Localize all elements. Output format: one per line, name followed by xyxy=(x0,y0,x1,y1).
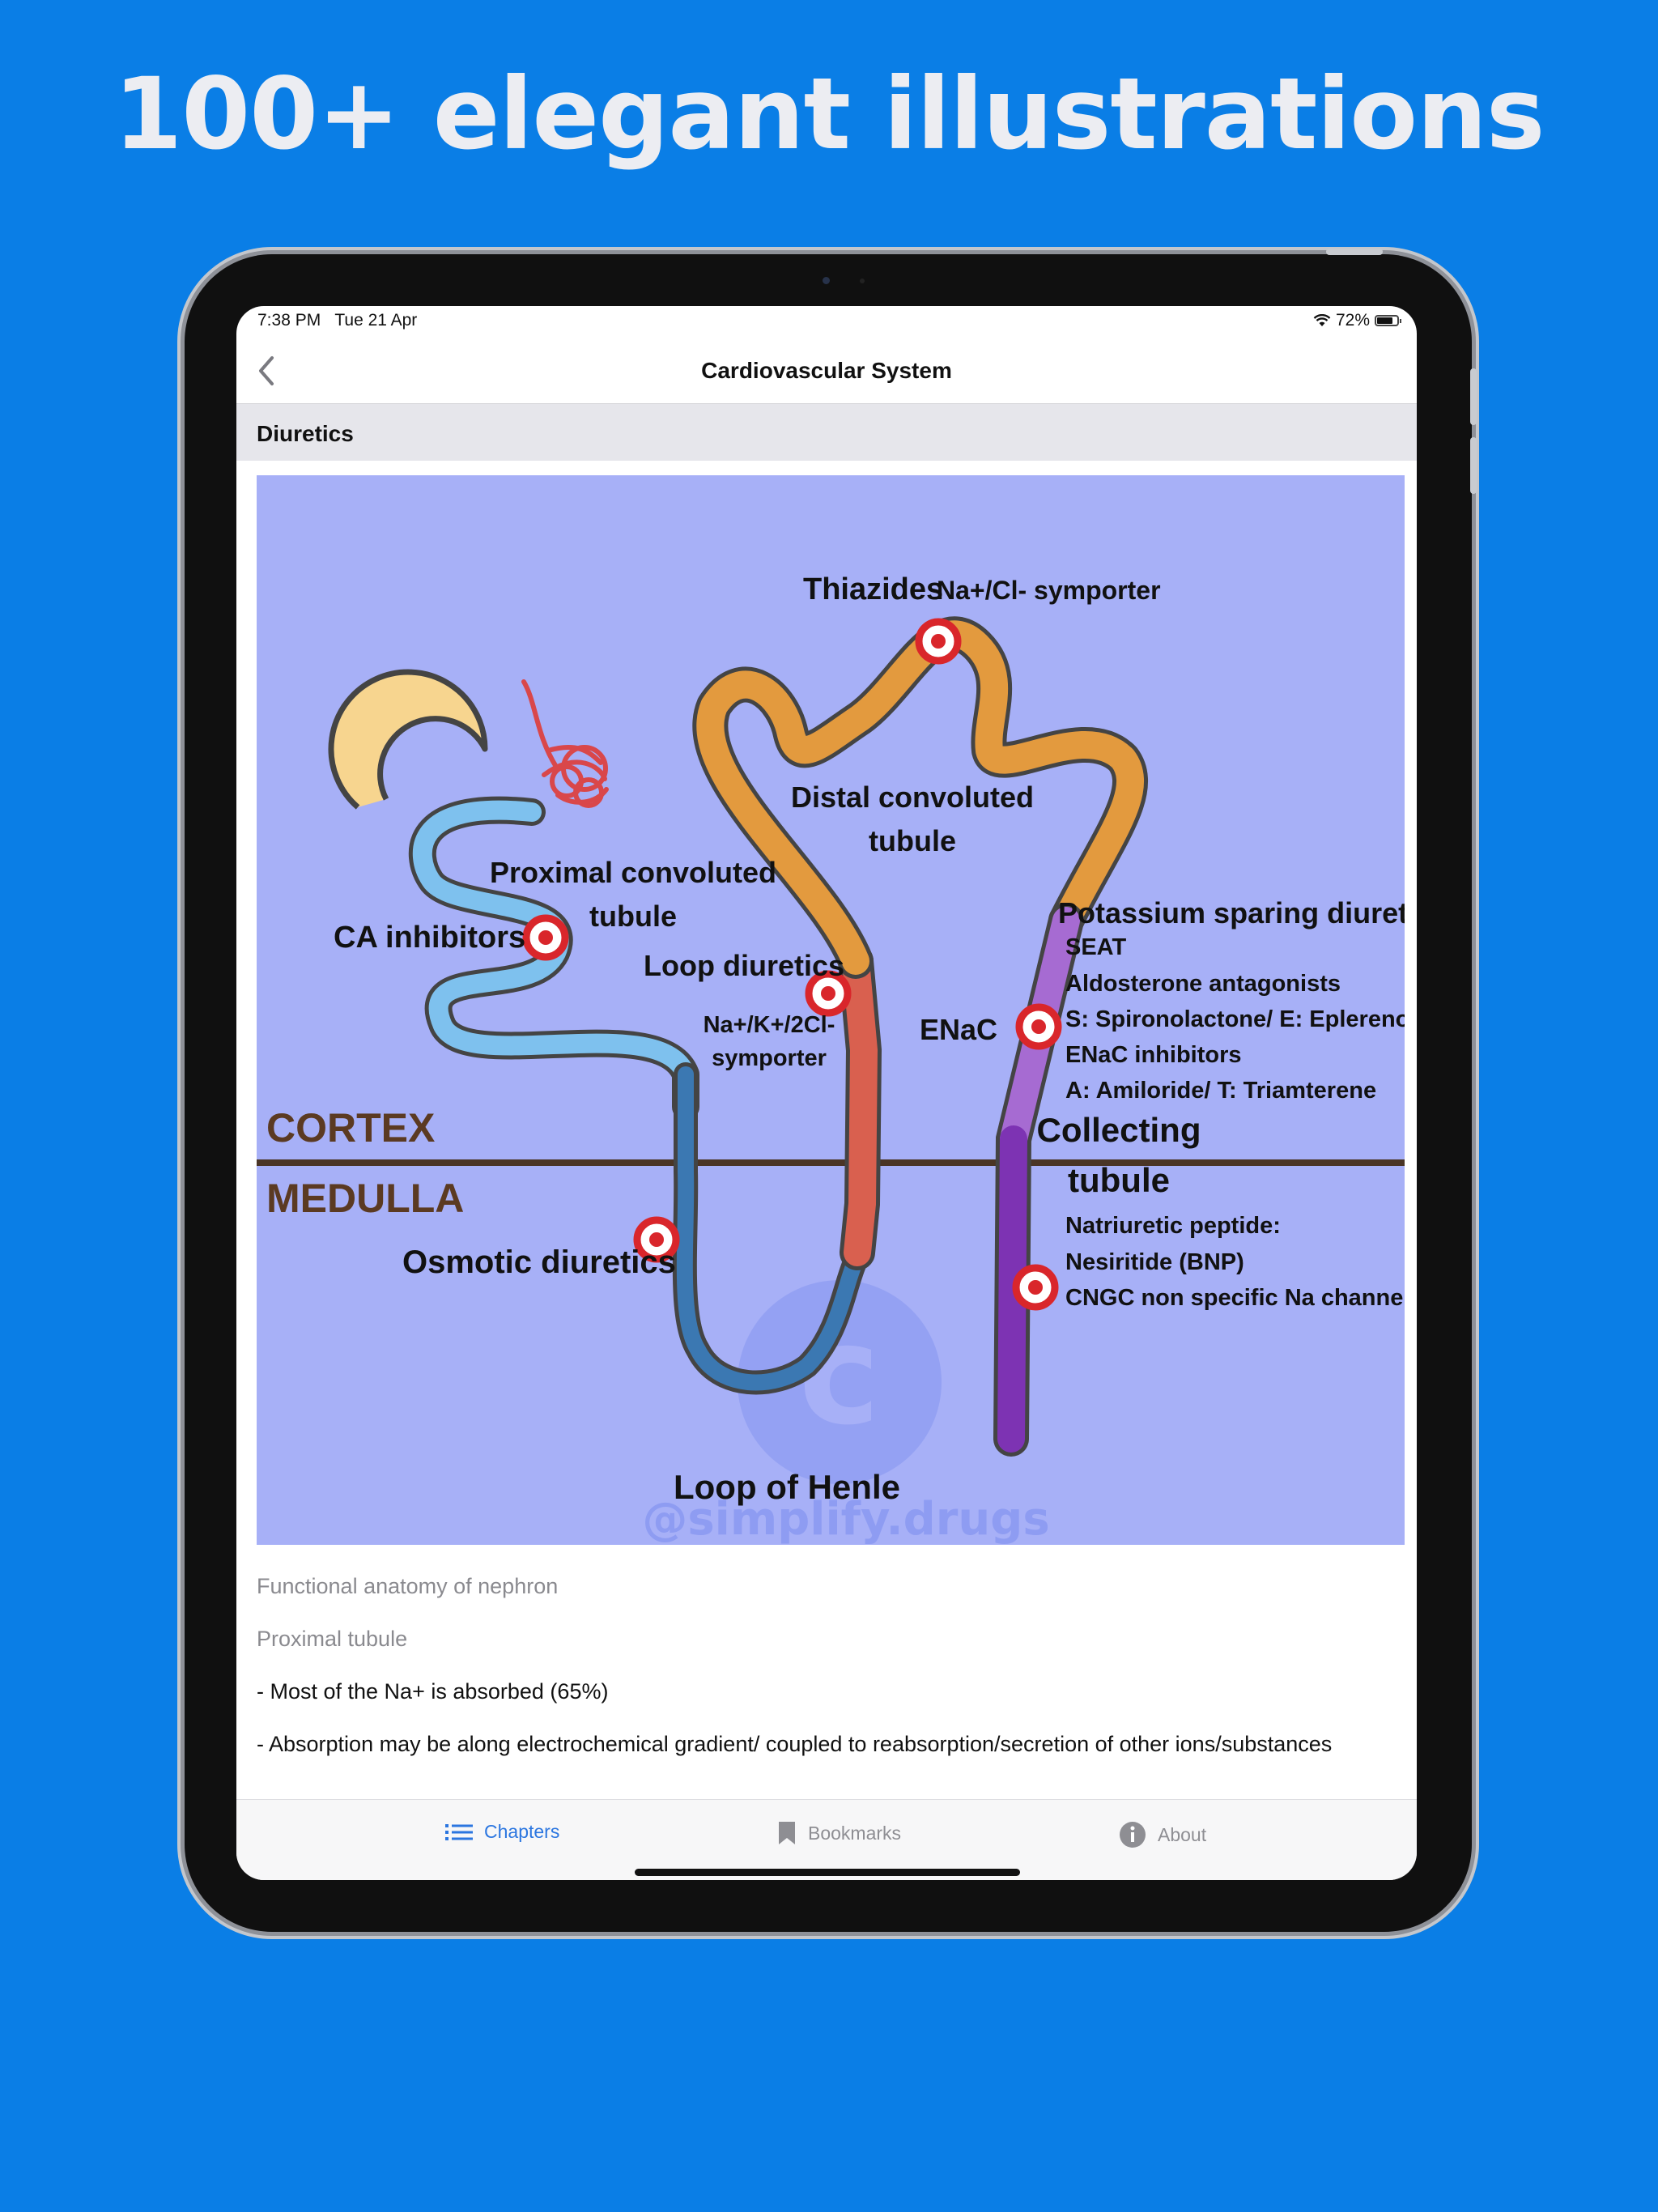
tab-chapters-label: Chapters xyxy=(484,1821,560,1842)
glomerulus xyxy=(521,679,609,808)
volume-down-button xyxy=(1470,437,1477,494)
tab-about[interactable]: About xyxy=(1119,1821,1206,1848)
tab-about-label: About xyxy=(1158,1823,1207,1845)
list-icon xyxy=(445,1823,473,1840)
bowman-capsule xyxy=(328,669,488,810)
nav-title: Cardiovascular System xyxy=(701,358,952,383)
label-medulla: MEDULLA xyxy=(266,1176,464,1221)
label-dct-2: tubule xyxy=(869,824,956,857)
label-loop-henle: Loop of Henle xyxy=(674,1468,900,1506)
volume-up-button xyxy=(1470,368,1477,425)
label-ca-inhibitors: CA inhibitors xyxy=(334,921,525,955)
bookmark-icon xyxy=(779,1822,795,1844)
target-thiazides xyxy=(915,618,962,665)
nephron-diagram: c xyxy=(257,572,1405,1545)
tab-chapters[interactable]: Chapters xyxy=(445,1821,559,1843)
status-time: 7:38 PM xyxy=(257,311,321,330)
sensor-icon xyxy=(860,279,865,283)
label-collecting-1: Collecting xyxy=(1036,1111,1201,1149)
label-pct-2: tubule xyxy=(589,900,677,933)
target-natriuretic xyxy=(1012,1264,1059,1311)
battery-icon xyxy=(1375,315,1401,326)
distal-tubule xyxy=(696,620,1144,975)
home-indicator[interactable] xyxy=(635,1869,1020,1876)
label-osmotic: Osmotic diuretics xyxy=(402,1244,676,1280)
app-screen: 7:38 PM Tue 21 Apr 72% Cardiovascular Sy… xyxy=(236,306,1417,1880)
target-osmotic xyxy=(633,1216,680,1263)
caption-anatomy: Functional anatomy of nephron xyxy=(257,1574,559,1598)
diuretics-illustration: c xyxy=(257,475,1405,1545)
watermark-text: @simplify.drugs xyxy=(642,1493,1049,1545)
status-date: Tue 21 Apr xyxy=(334,311,418,330)
label-symporter-nacl: Na+/Cl- symporter xyxy=(937,576,1161,605)
tab-bar: Chapters Bookmarks About xyxy=(236,1799,1417,1880)
label-seat: SEAT xyxy=(1065,934,1126,960)
label-natriuretic: Natriuretic peptide: xyxy=(1065,1213,1281,1239)
label-cngc: CNGC non specific Na channel xyxy=(1065,1285,1405,1311)
navigation-bar: Cardiovascular System xyxy=(236,337,1417,404)
target-loop-diuretics xyxy=(805,970,852,1017)
battery-percent: 72% xyxy=(1335,311,1370,330)
label-loop-diuretics: Loop diuretics xyxy=(644,949,844,982)
loop-of-henle xyxy=(676,1066,864,1391)
label-cortex: CORTEX xyxy=(266,1105,435,1151)
status-right: 72% xyxy=(1313,311,1401,330)
wifi-icon xyxy=(1313,314,1331,326)
thick-ascending-limb xyxy=(842,947,878,1266)
label-pct-1: Proximal convoluted xyxy=(490,856,776,889)
label-collecting-2: tubule xyxy=(1068,1161,1170,1199)
label-aldo: Aldosterone antagonists xyxy=(1065,971,1341,997)
back-chevron-icon[interactable] xyxy=(251,353,283,389)
label-enac-inh: ENaC inhibitors xyxy=(1065,1042,1242,1068)
label-nesiritide: Nesiritide (BNP) xyxy=(1065,1249,1244,1275)
bullet-2: - Absorption may be along electrochemica… xyxy=(257,1732,1333,1756)
section-title: Diuretics xyxy=(257,421,354,446)
label-thiazides: Thiazides xyxy=(803,572,943,606)
label-dct-1: Distal convoluted xyxy=(791,781,1034,814)
tab-bookmarks-label: Bookmarks xyxy=(808,1822,902,1844)
collecting-duct-lower xyxy=(997,1125,1027,1453)
caption-proximal: Proximal tubule xyxy=(257,1627,408,1651)
label-spiro: S: Spironolactone/ E: Eplerenone xyxy=(1065,1006,1405,1032)
status-time-date: 7:38 PM Tue 21 Apr xyxy=(257,311,417,330)
top-button xyxy=(1326,249,1383,255)
label-nkcc-1: Na+/K+/2Cl- xyxy=(704,1012,835,1038)
info-icon xyxy=(1120,1822,1146,1848)
label-nkcc-2: symporter xyxy=(712,1045,827,1071)
camera-icon xyxy=(823,277,830,284)
status-bar: 7:38 PM Tue 21 Apr 72% xyxy=(236,306,1417,337)
label-amiloride: A: Amiloride/ T: Triamterene xyxy=(1065,1078,1376,1104)
target-ca-inhibitors xyxy=(522,914,569,961)
section-header: Diuretics xyxy=(236,404,1417,461)
headline: 100+ elegant illustrations xyxy=(113,57,1545,172)
label-k-sparing: Potassium sparing diuretics xyxy=(1058,896,1405,929)
bullet-1: - Most of the Na+ is absorbed (65%) xyxy=(257,1679,609,1704)
label-enac: ENaC xyxy=(920,1013,997,1046)
watermark-circle xyxy=(738,1280,942,1484)
target-enac xyxy=(1015,1003,1062,1050)
tab-bookmarks[interactable]: Bookmarks xyxy=(777,1821,901,1845)
proximal-tubule xyxy=(412,800,695,1117)
